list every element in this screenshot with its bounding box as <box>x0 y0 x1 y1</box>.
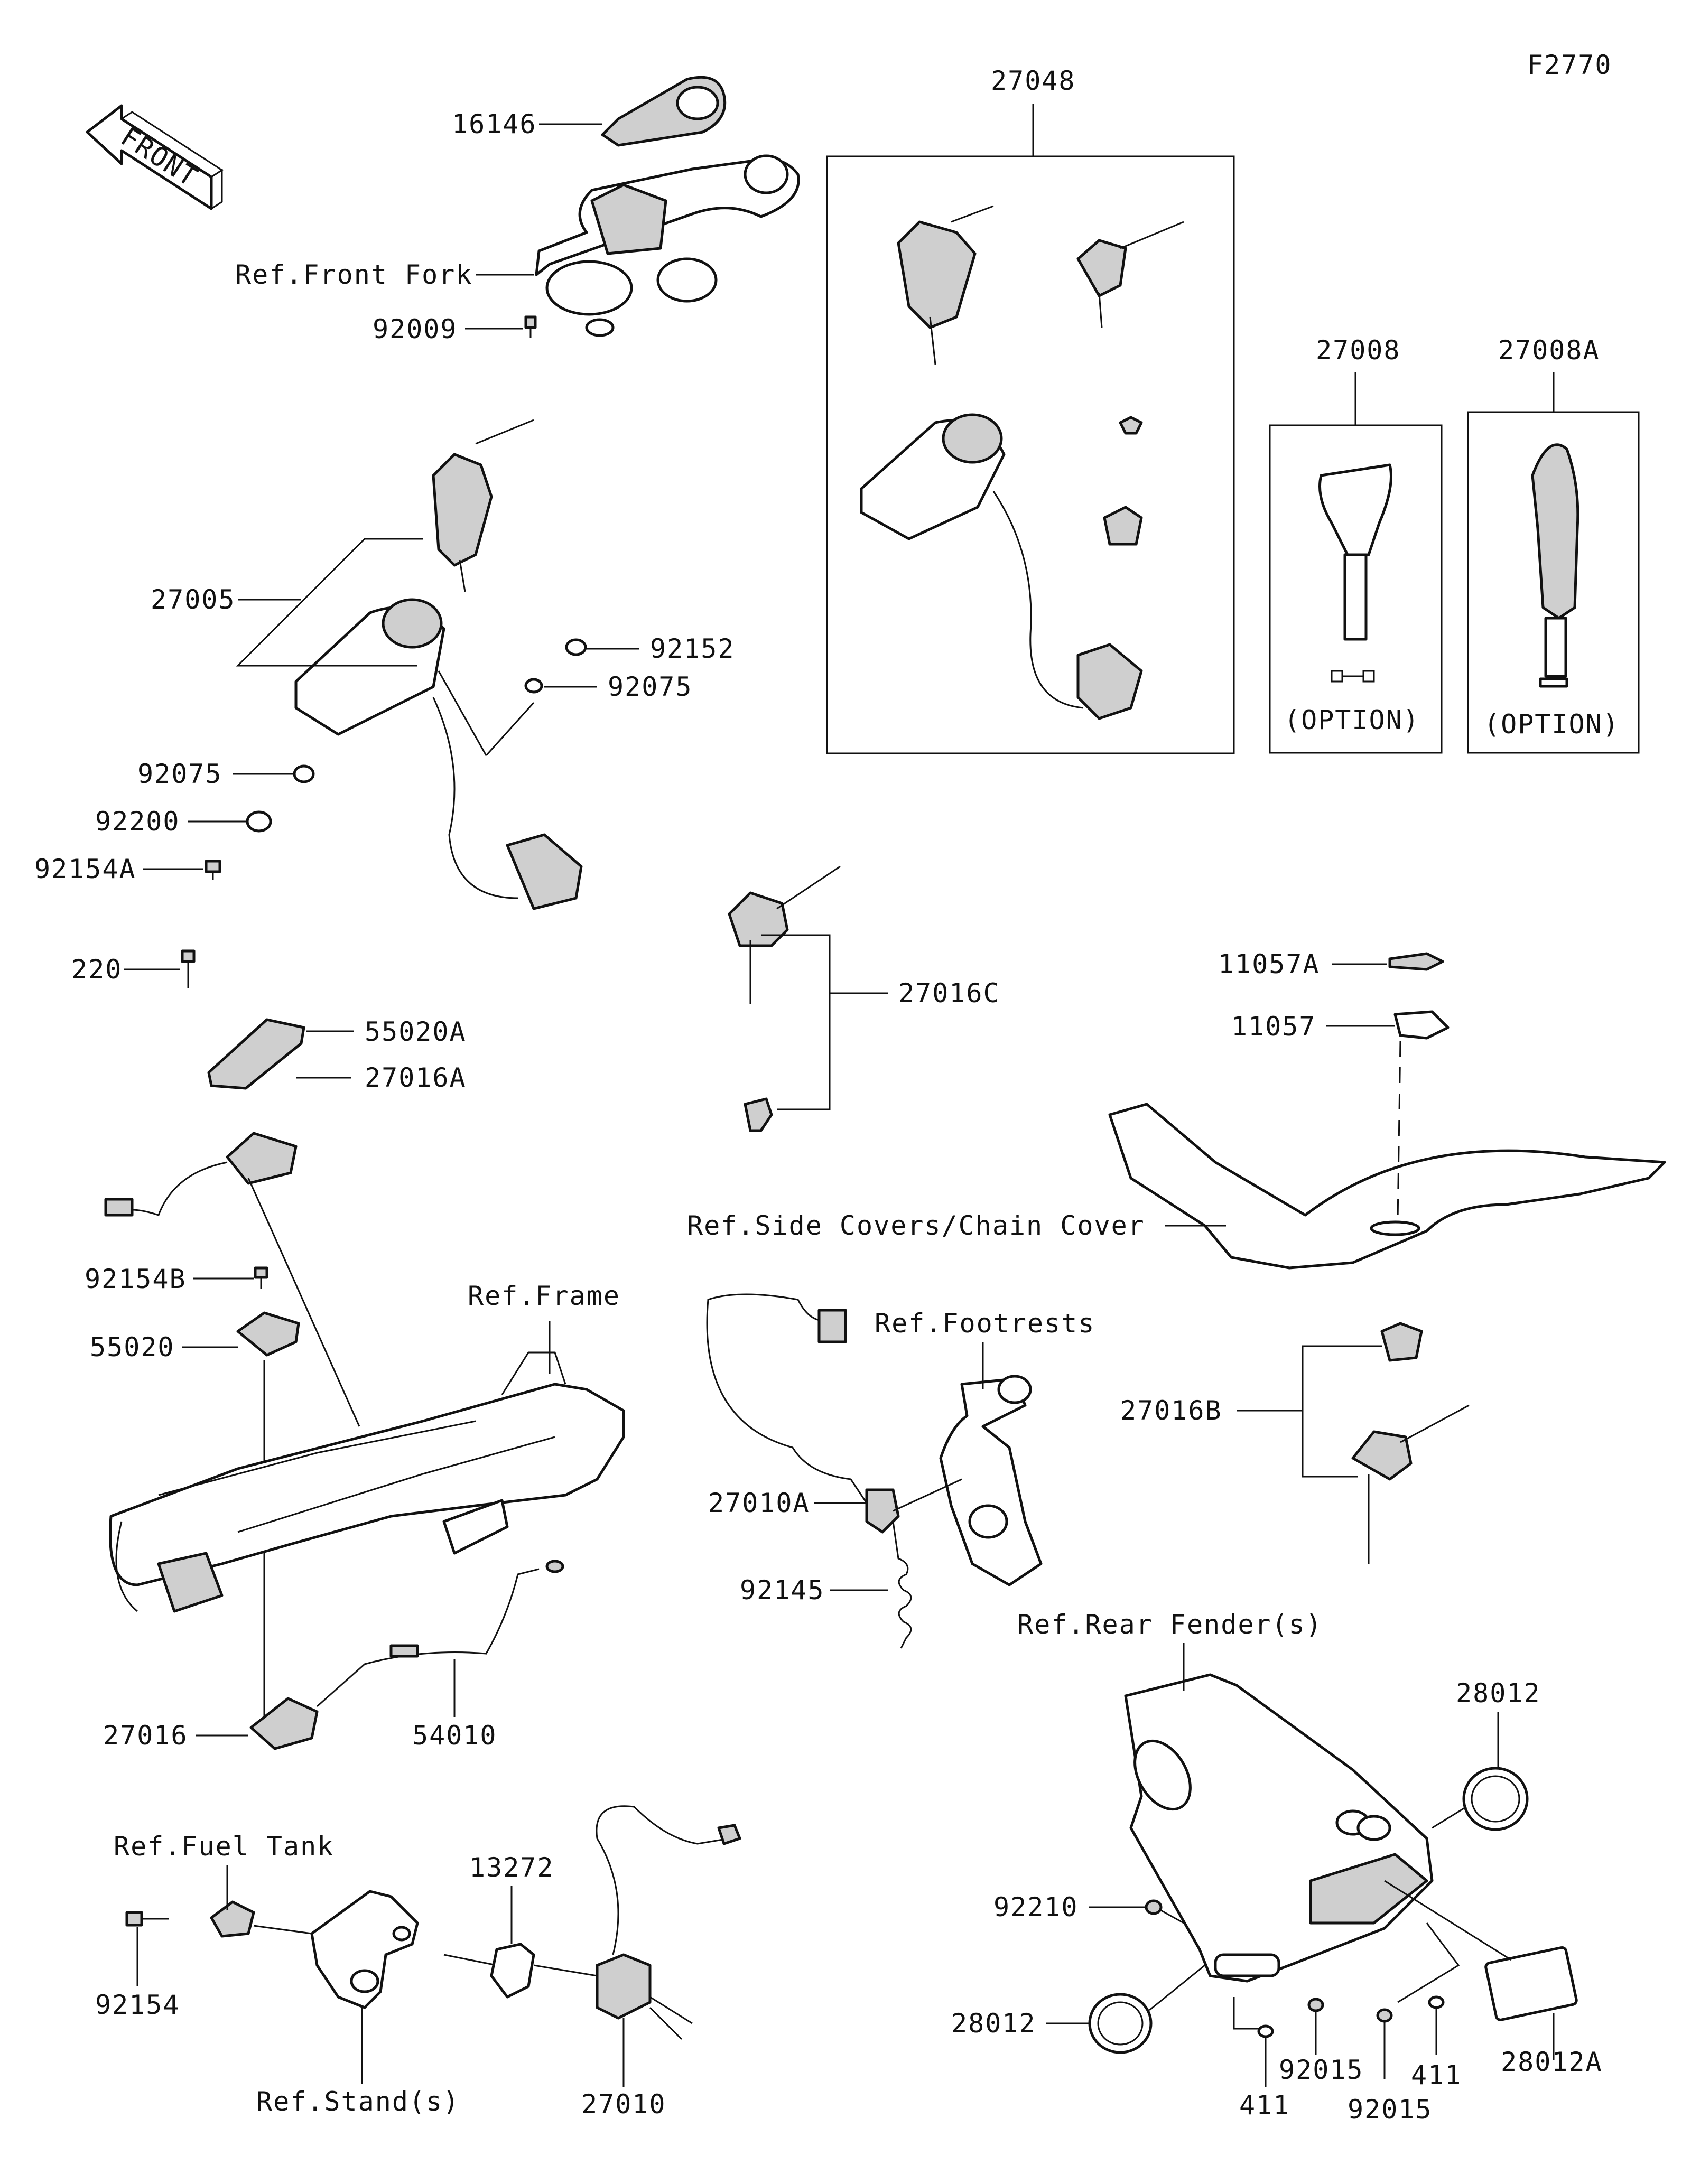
washer-92200 <box>246 810 272 833</box>
key-lock-set-27016b <box>1351 1322 1470 1564</box>
label-92200: 92200 <box>95 806 180 837</box>
figure-code: F2770 <box>1527 50 1612 80</box>
label-27010: 27010 <box>581 2089 666 2120</box>
label-92152: 92152 <box>650 633 735 664</box>
label-27016b: 27016B <box>1120 1395 1222 1426</box>
label-13272: 13272 <box>469 1852 554 1883</box>
nut-92210 <box>1145 1899 1163 1915</box>
label-92015-b: 92015 <box>1348 2094 1433 2125</box>
label-27048: 27048 <box>991 66 1076 96</box>
label-411-b: 411 <box>1411 2060 1462 2090</box>
label-54010: 54010 <box>412 1720 497 1751</box>
handlebar-cover-16146 <box>601 76 727 147</box>
nut-92015-b <box>1376 2008 1393 2023</box>
washer-92075-lower <box>293 764 315 783</box>
label-92154b: 92154B <box>85 1264 187 1294</box>
switch-27010a <box>706 1293 900 1534</box>
label-11057a: 11057A <box>1218 949 1320 979</box>
clip-11057a <box>1388 952 1444 971</box>
label-28012-top: 28012 <box>1456 1678 1541 1709</box>
key-blank-27008-icon <box>1318 463 1392 683</box>
label-27008a: 27008A <box>1498 335 1600 366</box>
label-option-27008a: (OPTION) <box>1484 709 1620 740</box>
bolt-220 <box>181 949 196 988</box>
label-28012a: 28012A <box>1501 2047 1603 2077</box>
stand-bracket <box>310 1890 419 2009</box>
label-27016a: 27016A <box>365 1062 467 1093</box>
reflector-28012-round-left <box>1088 1993 1153 2054</box>
reflector-28012a <box>1484 1946 1578 2021</box>
label-16146: 16146 <box>452 109 537 139</box>
bracket-55020a <box>207 1018 305 1090</box>
front-arrow-icon: FRONT <box>86 104 224 210</box>
bracket-13272 <box>490 1943 535 1999</box>
label-92154a: 92154A <box>34 854 136 884</box>
reflector-28012-round-top <box>1462 1767 1529 1831</box>
ignition-switch-27005 <box>294 419 583 910</box>
sidestand-switch-27010 <box>596 1805 741 2040</box>
bracket-11057 <box>1393 1010 1450 1040</box>
fuel-tank-bracket <box>210 1900 255 1938</box>
screw-92154a <box>205 860 221 880</box>
label-27005: 27005 <box>151 584 236 615</box>
steering-stem-bracket <box>535 154 800 337</box>
label-11057: 11057 <box>1231 1011 1316 1042</box>
label-option-27008: (OPTION) <box>1284 705 1420 735</box>
label-92075-lower: 92075 <box>137 759 222 789</box>
key-lock-set-27016c <box>728 865 841 1132</box>
washer-411-b <box>1428 1995 1445 2009</box>
cable-54010 <box>317 1560 564 1707</box>
label-ref-stands: Ref.Stand(s) <box>256 2086 460 2117</box>
rear-fender <box>1124 1673 1434 1983</box>
bolt-92154 <box>125 1911 169 1927</box>
kit-box-27048 <box>826 155 1235 754</box>
label-55020a: 55020A <box>365 1016 467 1047</box>
screw-92009 <box>524 315 537 338</box>
label-92145: 92145 <box>740 1575 825 1606</box>
sensor-27016a <box>104 1132 298 1217</box>
label-92009: 92009 <box>373 314 458 344</box>
label-28012-left: 28012 <box>951 2008 1036 2039</box>
label-ref-rear-fender: Ref.Rear Fender(s) <box>1017 1609 1323 1640</box>
washer-92152 <box>565 638 587 656</box>
label-92154: 92154 <box>95 1990 180 2020</box>
label-27016: 27016 <box>103 1720 188 1751</box>
label-ref-front-fork: Ref.Front Fork <box>235 259 472 290</box>
side-cover-panel <box>1108 1040 1666 1270</box>
label-27008: 27008 <box>1316 335 1401 366</box>
sensor-27016 <box>249 1697 319 1750</box>
label-220: 220 <box>71 954 122 985</box>
key-blank-27008a-icon <box>1531 443 1579 688</box>
spring-92145 <box>892 1521 912 1649</box>
label-ref-side-covers: Ref.Side Covers/Chain Cover <box>687 1210 1145 1241</box>
label-55020: 55020 <box>90 1332 175 1362</box>
key-set-27048 <box>860 205 1184 720</box>
label-92075-upper: 92075 <box>608 671 693 702</box>
front-arrow-text: FRONT <box>115 121 203 193</box>
label-ref-fuel-tank: Ref.Fuel Tank <box>114 1831 334 1862</box>
label-27010a: 27010A <box>708 1488 810 1518</box>
footrest-bracket <box>939 1375 1043 1586</box>
motorcycle-frame <box>109 1351 625 1613</box>
washer-92075-upper <box>524 678 543 694</box>
label-92015-a: 92015 <box>1279 2055 1364 2085</box>
label-ref-frame: Ref.Frame <box>468 1281 620 1311</box>
label-411-a: 411 <box>1239 2090 1290 2121</box>
label-92210: 92210 <box>993 1892 1079 1922</box>
washer-411-a <box>1257 2024 1274 2038</box>
label-ref-footrests: Ref.Footrests <box>875 1308 1095 1339</box>
nut-92015-a <box>1307 1998 1324 2012</box>
screw-92154b <box>254 1266 268 1289</box>
plate-55020 <box>236 1311 300 1357</box>
label-27016c: 27016C <box>898 978 1000 1009</box>
